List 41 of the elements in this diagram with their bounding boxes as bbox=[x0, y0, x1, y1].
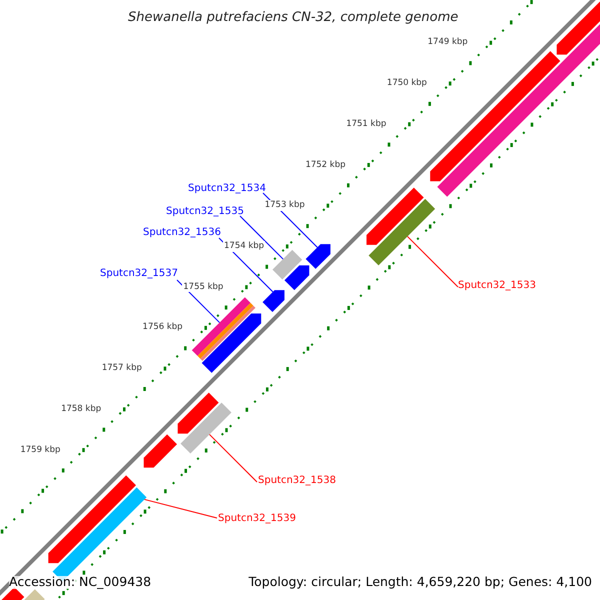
leader-line bbox=[406, 236, 458, 288]
scale-label: 1755 kbp bbox=[182, 282, 224, 292]
scale-label: 1749 kbp bbox=[426, 37, 469, 48]
gene-block bbox=[430, 51, 560, 182]
gene-block bbox=[556, 0, 600, 55]
leader-line bbox=[176, 280, 220, 324]
leader-line bbox=[144, 498, 218, 518]
gene-block bbox=[48, 475, 136, 564]
gene-label: Sputcn32_1533 bbox=[458, 281, 536, 291]
gene-label: Sputcn32_1538 bbox=[258, 476, 336, 486]
scale-label: 1758 kbp bbox=[60, 404, 102, 414]
scale-label: 1750 kbp bbox=[386, 78, 428, 89]
gene-block bbox=[178, 392, 219, 434]
gene-block bbox=[192, 297, 256, 361]
gene-block bbox=[368, 198, 436, 266]
gene-label: Sputcn32_1539 bbox=[218, 514, 296, 524]
gene-block bbox=[202, 313, 262, 373]
gene-label: Sputcn32_1535 bbox=[166, 207, 244, 217]
title: Shewanella putrefaciens CN-32, complete genome bbox=[128, 11, 458, 24]
genome-stats-text: Topology: circular; Length: 4,659,220 bp; Genes: 4,100 bbox=[248, 576, 592, 588]
gene-block bbox=[144, 434, 177, 468]
gene-label: Sputcn32_1534 bbox=[188, 184, 266, 194]
gene-block bbox=[262, 290, 284, 312]
gene-block bbox=[306, 244, 330, 269]
leader-line bbox=[240, 216, 284, 260]
accession-text: Accession: NC_009438 bbox=[9, 576, 152, 588]
scale-label: 1751 kbp bbox=[345, 118, 388, 130]
gene-label: Sputcn32_1536 bbox=[143, 228, 221, 238]
gene-block bbox=[272, 250, 302, 280]
gene-block bbox=[284, 265, 310, 290]
gene-block bbox=[366, 188, 424, 245]
leader-line bbox=[208, 434, 258, 482]
scale-label: 1756 kbp bbox=[142, 322, 184, 333]
gene-label: Sputcn32_1537 bbox=[100, 269, 178, 279]
scale-label: 1757 kbp bbox=[100, 363, 143, 374]
gene-block bbox=[0, 587, 24, 600]
scale-label: 1753 kbp bbox=[264, 200, 306, 211]
scale-label: 1754 kbp bbox=[223, 241, 266, 252]
scale-label: 1752 kbp bbox=[304, 160, 347, 170]
scale-label: 1759 kbp bbox=[19, 444, 62, 456]
gene-block bbox=[180, 402, 232, 454]
